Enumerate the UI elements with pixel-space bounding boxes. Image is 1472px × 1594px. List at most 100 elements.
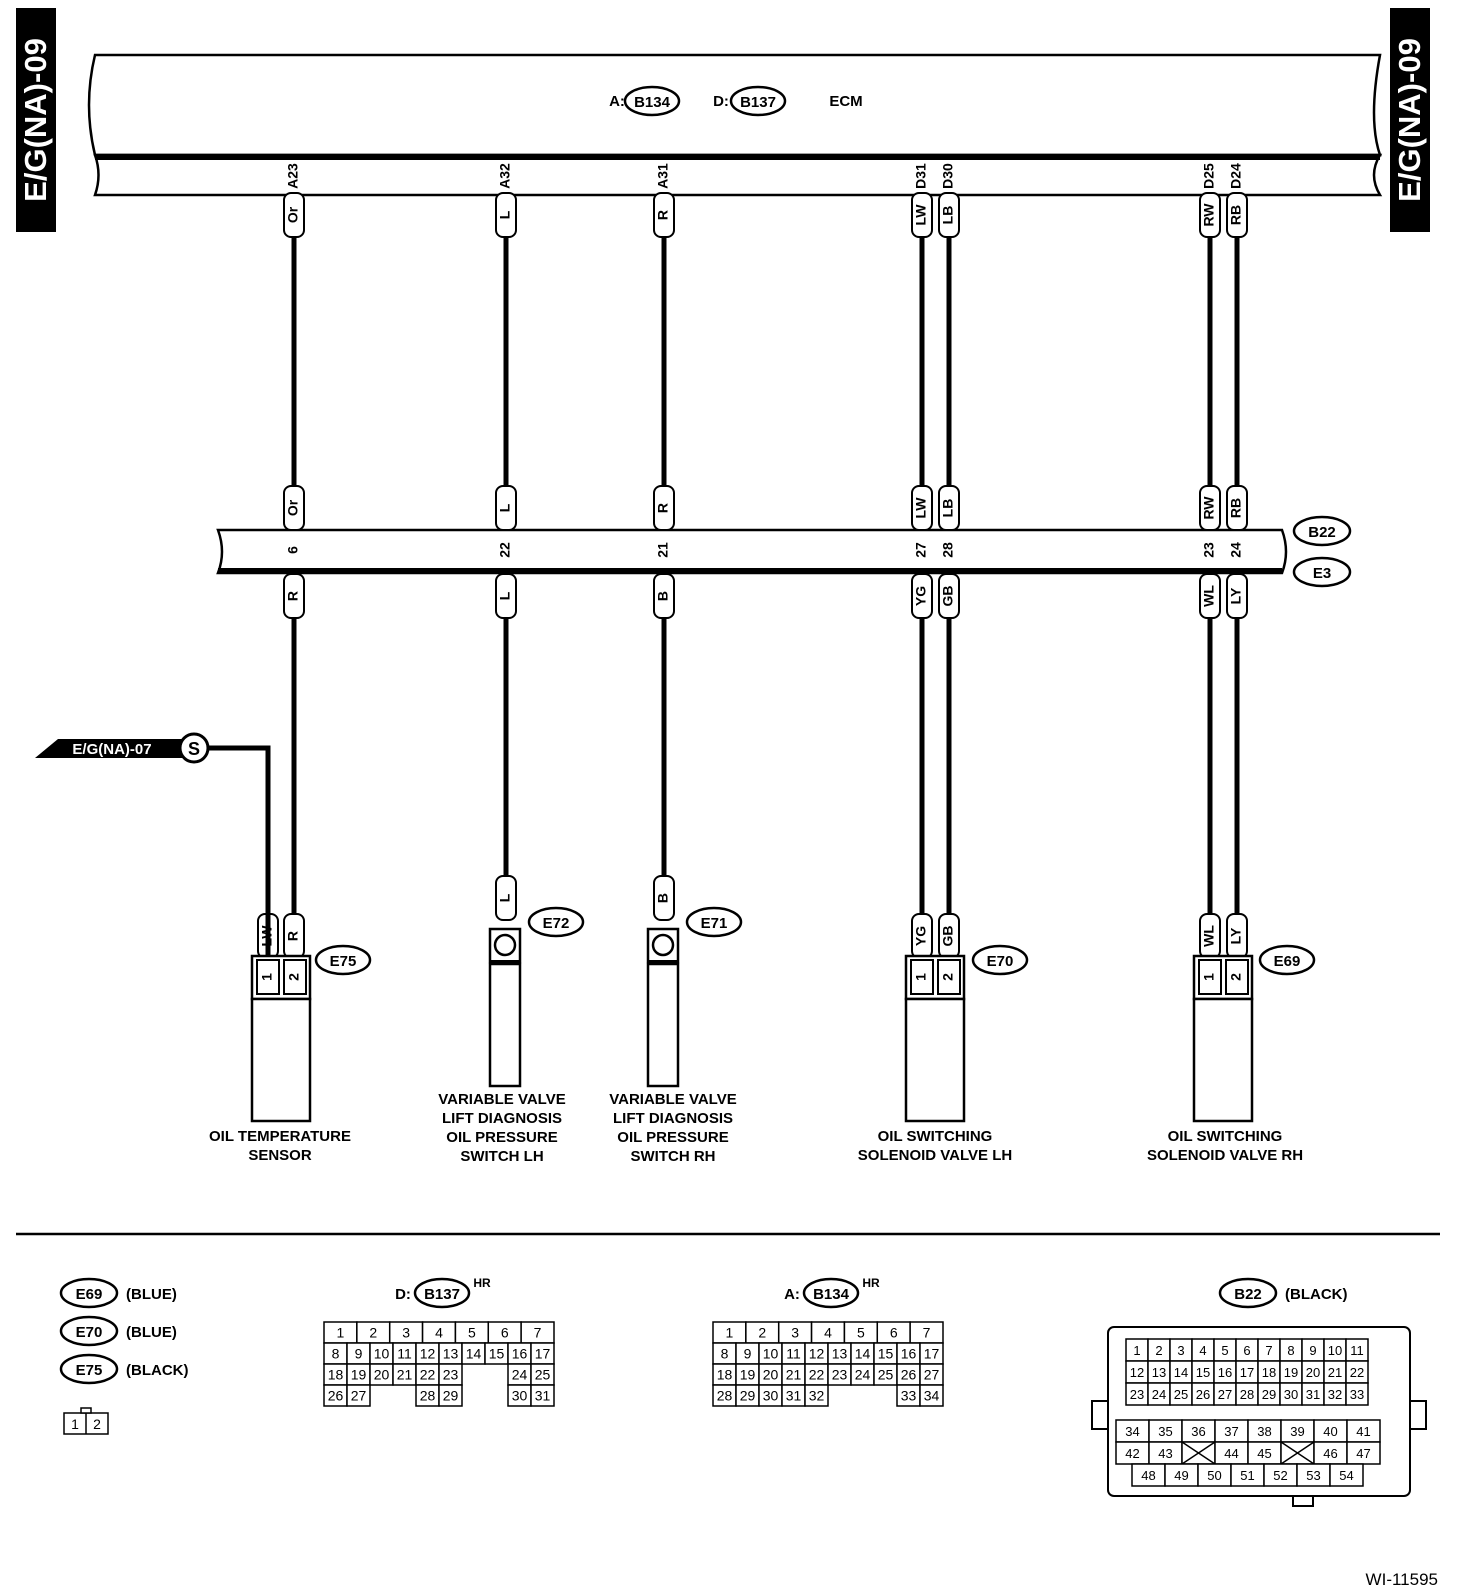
pin-number: 33 <box>1350 1387 1364 1402</box>
pin-number: 12 <box>1130 1365 1144 1380</box>
component-e70: 1 2 E70 OIL SWITCHING SOLENOID VALVE LH <box>858 944 1029 1164</box>
b22-legend-id: B22 <box>1234 1286 1262 1303</box>
pin-number: 15 <box>1196 1365 1210 1380</box>
component-e72: E72 VARIABLE VALVE LIFT DIAGNOSIS OIL PR… <box>438 906 585 1165</box>
e70-name-2: SOLENOID VALVE LH <box>858 1147 1012 1164</box>
pin-number: 6 <box>501 1325 509 1341</box>
pin-number: 28 <box>420 1388 436 1404</box>
pin-number: 2 <box>1155 1343 1162 1358</box>
e75-pin-2: 2 <box>286 973 302 981</box>
pin-number: 21 <box>786 1367 802 1383</box>
e70-pin-1: 1 <box>913 973 929 981</box>
ecm-pin-D31: D31 <box>913 163 929 189</box>
wire-color-b22-A32-tag <box>495 485 517 531</box>
pin-number: 19 <box>740 1367 756 1383</box>
pin-number: 2 <box>369 1325 377 1341</box>
pin-number: 6 <box>1243 1343 1250 1358</box>
small-face-pin-1: 1 <box>71 1416 79 1432</box>
e3-label: E3 <box>1313 565 1331 582</box>
ecm-pin-D25: D25 <box>1201 163 1217 189</box>
b137-suffix: HR <box>473 1276 491 1290</box>
pin-number: 18 <box>717 1367 733 1383</box>
wires-layer: A23OrOr6RRA32LL22LLA31RR21BBD31LWLW27YGY… <box>257 163 1248 962</box>
pin-number: 39 <box>1290 1424 1304 1439</box>
pin-number: 42 <box>1125 1446 1139 1461</box>
pin-number: 17 <box>924 1346 940 1362</box>
pin-number: 2 <box>758 1325 766 1341</box>
wire-color-e3-D24: LY <box>1228 587 1244 604</box>
wire-color-ecm-D30: LB <box>940 206 956 225</box>
wire-color-b22-D31-tag <box>911 485 933 531</box>
wire-color-e3-A32: L <box>497 591 513 600</box>
wire-color-ecm-A31: R <box>655 210 671 220</box>
pin-number: 23 <box>443 1367 459 1383</box>
small-face-pin-2: 2 <box>93 1416 101 1432</box>
pin-number: 26 <box>901 1367 917 1383</box>
pin-number: 14 <box>855 1346 871 1362</box>
pin-number: 44 <box>1224 1446 1238 1461</box>
harness-pin-27: 27 <box>913 542 929 558</box>
e69-name-2: SOLENOID VALVE RH <box>1147 1147 1303 1164</box>
wire-color-e3-A23-tag <box>283 573 305 619</box>
pin-number: 15 <box>489 1346 505 1362</box>
pin-number: 17 <box>1240 1365 1254 1380</box>
pin-number: 17 <box>535 1346 551 1362</box>
legend-e70-color: (BLUE) <box>126 1324 177 1341</box>
pin-number: 4 <box>435 1325 443 1341</box>
pin-cell <box>1345 1382 1369 1406</box>
pin-number: 3 <box>402 1325 410 1341</box>
pin-number: 1 <box>726 1325 734 1341</box>
wire-color-comp-A23: R <box>285 931 301 941</box>
pin-number: 12 <box>420 1346 436 1362</box>
legend-e69-color: (BLUE) <box>126 1286 177 1303</box>
pin-number: 18 <box>328 1367 344 1383</box>
pin-number: 38 <box>1257 1424 1271 1439</box>
ecm-pin-D24: D24 <box>1228 163 1244 189</box>
pin-number: 31 <box>786 1388 802 1404</box>
pin-number: 10 <box>374 1346 390 1362</box>
ecm-conn-a-badge <box>623 85 681 117</box>
wire-color-e3-A23: R <box>285 591 301 601</box>
legend-e75-color: (BLACK) <box>126 1362 188 1379</box>
pin-number: 8 <box>332 1346 340 1362</box>
wire-color-comp-A31: B <box>655 893 671 903</box>
wire-color-comp-D24: LY <box>1228 927 1244 944</box>
harness-pin-28: 28 <box>940 542 956 558</box>
wire-color-ecm-D31-tag <box>911 192 933 238</box>
wire-color-ecm-D31: LW <box>913 204 929 226</box>
e75-name-1: OIL TEMPERATURE <box>209 1128 351 1145</box>
wire-color-e3-D30-tag <box>938 573 960 619</box>
pin-cell <box>919 1384 944 1407</box>
pin-number: 21 <box>1328 1365 1342 1380</box>
b137-prefix: D: <box>395 1286 411 1303</box>
legend-e69-id: E69 <box>76 1286 103 1303</box>
e69-pin-1: 1 <box>1201 973 1217 981</box>
pin-number: 23 <box>832 1367 848 1383</box>
pin-number: 25 <box>535 1367 551 1383</box>
wire-color-b22-A23: Or <box>285 499 301 516</box>
harness-connector-b22-e3: B22 E3 <box>216 515 1352 588</box>
wire-color-ecm-D30-tag <box>938 192 960 238</box>
pin-number: 24 <box>512 1367 528 1383</box>
legend-e70-id: E70 <box>76 1324 103 1341</box>
pin-number: 7 <box>534 1325 542 1341</box>
pin-number: 5 <box>857 1325 865 1341</box>
e70-name-1: OIL SWITCHING <box>878 1128 993 1145</box>
wire-color-comp-D31: YG <box>913 926 929 946</box>
b137-id: B137 <box>424 1286 460 1303</box>
ecm-pin-A31: A31 <box>655 163 671 189</box>
e69-id: E69 <box>1274 953 1301 970</box>
switch-icon <box>651 933 675 957</box>
blocked-pin-icon <box>1181 1441 1216 1465</box>
pin-number: 43 <box>1158 1446 1172 1461</box>
wire-color-e3-D25: WL <box>1201 585 1217 607</box>
b22-badge <box>1292 515 1352 547</box>
pin-number: 9 <box>744 1346 752 1362</box>
pin-number: 25 <box>1174 1387 1188 1402</box>
pin-number: 7 <box>1265 1343 1272 1358</box>
e72-name-3: OIL PRESSURE <box>446 1129 557 1146</box>
wire-color-ecm-A32: L <box>497 210 513 219</box>
wire-color-comp-D25: WL <box>1201 925 1217 947</box>
component-e69: 1 2 E69 OIL SWITCHING SOLENOID VALVE RH <box>1147 944 1316 1164</box>
